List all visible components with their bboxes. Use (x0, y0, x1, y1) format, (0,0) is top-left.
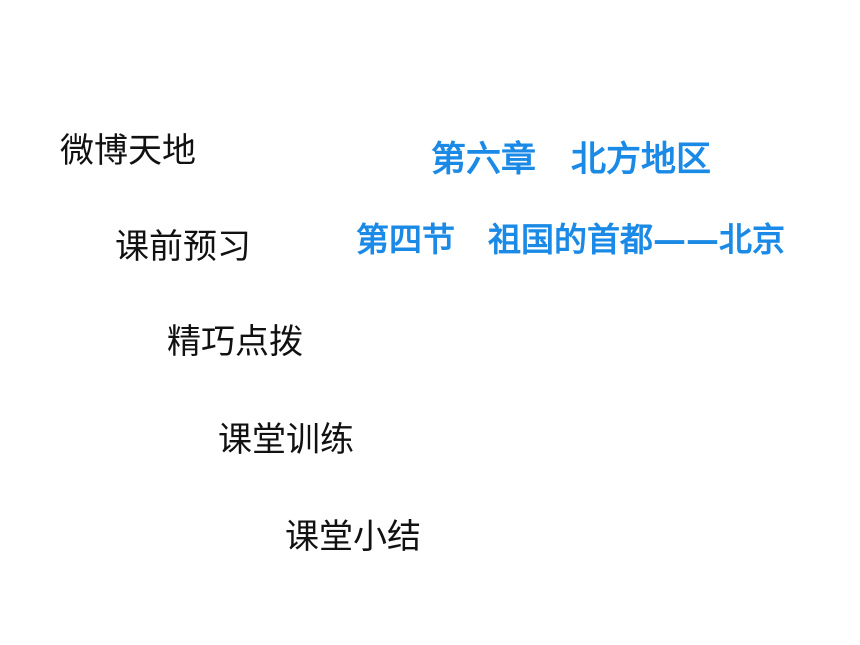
menu-link-tips[interactable]: 精巧点拨 (167, 322, 303, 362)
menu-link-summary[interactable]: 课堂小结 (285, 517, 421, 557)
section-title: 第四节 祖国的首都——北京 (356, 220, 785, 259)
menu-link-preview[interactable]: 课前预习 (115, 227, 251, 267)
menu-link-weibo[interactable]: 微博天地 (60, 131, 196, 171)
menu-link-practice[interactable]: 课堂训练 (218, 420, 354, 460)
chapter-title: 第六章 北方地区 (431, 139, 712, 180)
